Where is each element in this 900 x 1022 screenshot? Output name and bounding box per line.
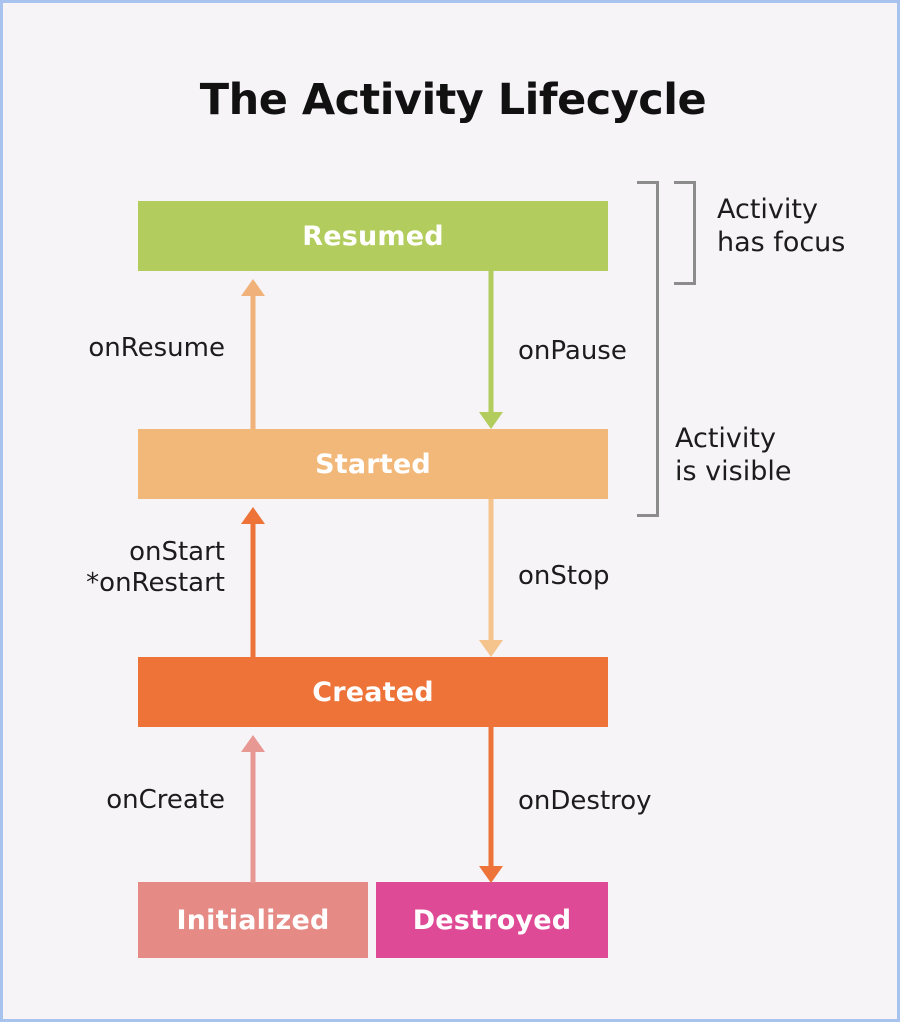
state-box-started: Started: [138, 429, 608, 499]
arrow-on-pause: [479, 271, 503, 429]
arrow-on-create: [241, 735, 265, 883]
transition-label-on-create: onCreate: [106, 785, 225, 815]
arrowhead-on-pause-icon: [479, 412, 503, 429]
bracket-activity-is-visible: [637, 181, 659, 517]
transition-label-on-stop: onStop: [518, 561, 610, 591]
arrow-shaft-on-resume: [250, 295, 256, 429]
transition-label-on-destroy: onDestroy: [518, 786, 652, 816]
arrow-shaft-on-stop: [488, 499, 494, 641]
page-title: The Activity Lifecycle: [199, 75, 707, 125]
annotation-activity-is-visible: Activity is visible: [675, 423, 792, 487]
annotation-activity-has-focus: Activity has focus: [717, 194, 846, 258]
arrowhead-on-start-icon: [241, 507, 265, 524]
state-box-destroyed: Destroyed: [376, 882, 608, 958]
arrowhead-on-destroy-icon: [479, 866, 503, 883]
arrow-on-start: [241, 507, 265, 657]
arrow-shaft-on-pause: [488, 271, 494, 413]
state-box-created: Created: [138, 657, 608, 727]
state-box-initialized: Initialized: [138, 882, 368, 958]
arrow-shaft-on-create: [250, 751, 256, 883]
arrowhead-on-stop-icon: [479, 640, 503, 657]
state-box-resumed: Resumed: [138, 201, 608, 271]
arrowhead-on-resume-icon: [241, 279, 265, 296]
arrow-shaft-on-destroy: [488, 727, 494, 867]
arrowhead-on-create-icon: [241, 735, 265, 752]
arrow-shaft-on-start: [250, 523, 256, 657]
arrow-on-resume: [241, 279, 265, 429]
transition-label-on-pause: onPause: [518, 336, 627, 366]
transition-label-on-resume: onResume: [88, 333, 225, 363]
bracket-activity-has-focus: [674, 181, 696, 285]
arrow-on-stop: [479, 499, 503, 657]
arrow-on-destroy: [479, 727, 503, 883]
transition-label-on-start: onStart *onRestart: [86, 537, 225, 598]
